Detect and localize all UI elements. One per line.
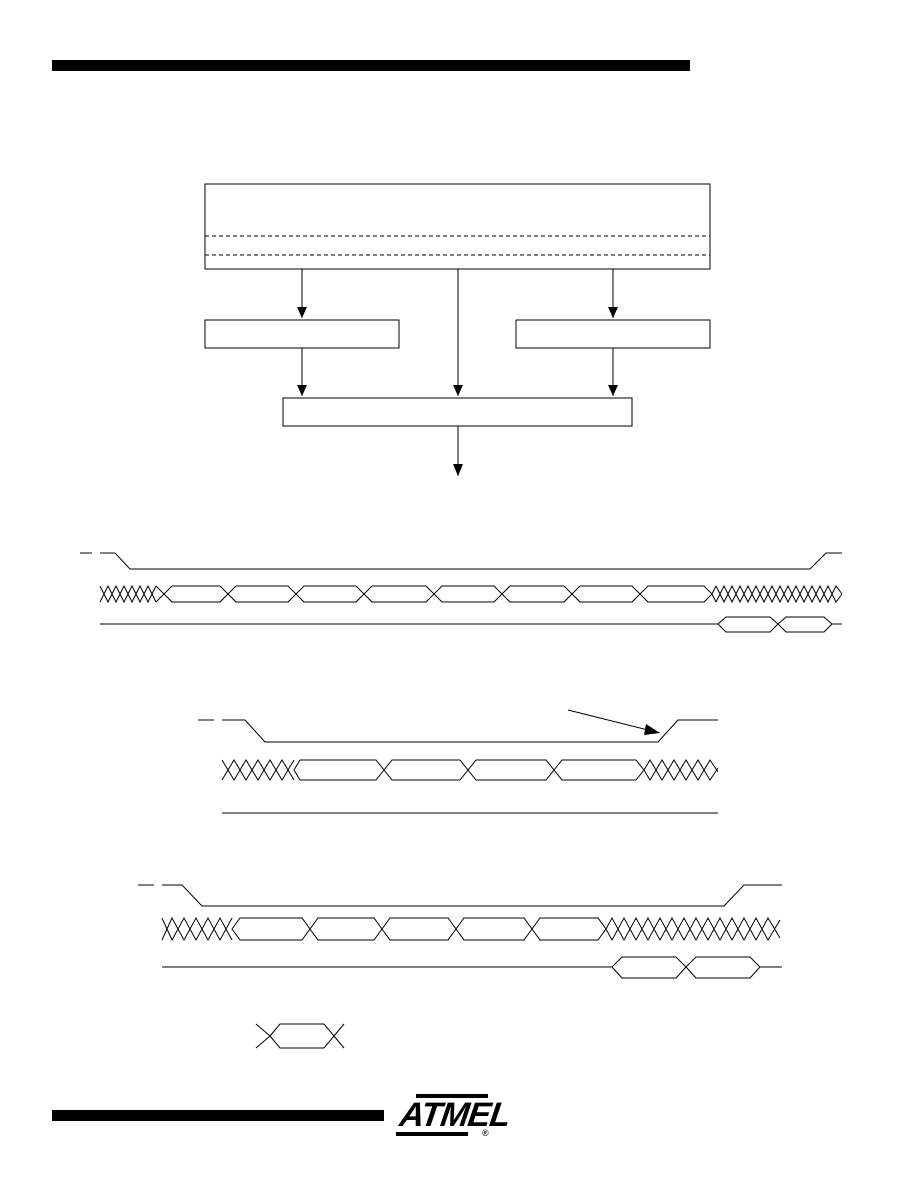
waveform-bus-3-data bbox=[231, 917, 607, 941]
left-block bbox=[204, 319, 400, 349]
waveform-control-3 bbox=[138, 884, 782, 907]
down-arrow-icon bbox=[297, 269, 307, 318]
down-arrow-icon bbox=[453, 426, 463, 476]
timing-diagram-1 bbox=[80, 552, 843, 633]
waveform-bus-1-dontcare-left bbox=[99, 584, 157, 604]
waveform-bus-2-dontcare-left bbox=[221, 759, 295, 781]
bottom-rule bbox=[52, 1110, 384, 1121]
pointer-arrowhead-icon bbox=[644, 724, 660, 735]
waveform-bus-3-dontcare-right bbox=[605, 916, 781, 942]
bottom-block bbox=[282, 397, 633, 427]
waveform-control-2 bbox=[198, 719, 718, 743]
waveform-bus-1-dontcare-right bbox=[711, 584, 843, 604]
top-rule bbox=[52, 60, 690, 71]
waveform-control-1 bbox=[80, 552, 842, 570]
waveform-bus-2-data bbox=[293, 759, 645, 781]
atmel-logo-mark bbox=[396, 1094, 488, 1136]
waveform-bus-2-dontcare-right bbox=[643, 759, 719, 781]
waveform-bus-3-dontcare-left bbox=[161, 916, 233, 942]
signal-transition-legend-icon bbox=[255, 1023, 345, 1049]
timing-diagram-2 bbox=[198, 709, 719, 814]
timing-diagram-3 bbox=[138, 884, 782, 979]
atmel-logo bbox=[396, 1092, 492, 1142]
down-arrow-icon bbox=[608, 348, 618, 396]
down-arrow-icon bbox=[453, 269, 463, 396]
down-arrow-icon bbox=[608, 269, 618, 318]
waveform-output-1 bbox=[100, 616, 842, 633]
registered-mark: ® bbox=[482, 1128, 489, 1138]
right-block bbox=[515, 319, 711, 349]
top-block bbox=[204, 183, 711, 270]
block-diagram bbox=[204, 183, 711, 476]
down-arrow-icon bbox=[297, 348, 307, 396]
logo-wordmark: ATMEL bbox=[397, 1096, 513, 1134]
waveform-bus-1-data bbox=[155, 585, 713, 603]
pointer-arrow-line bbox=[567, 709, 657, 733]
waveform-output-3 bbox=[162, 956, 782, 979]
